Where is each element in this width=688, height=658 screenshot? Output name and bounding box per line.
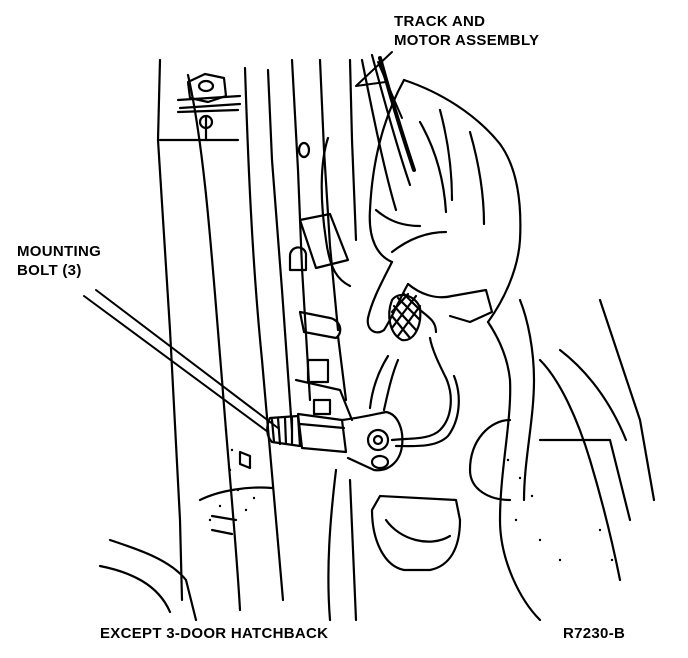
- bolt-assembly: [266, 354, 404, 472]
- window-channel: [290, 53, 416, 402]
- cable: [390, 336, 460, 448]
- stipple-shading: [208, 428, 614, 562]
- figure-code: R7230-B: [563, 625, 626, 642]
- callout-line-1: TRACK AND: [394, 13, 486, 30]
- upper-bracket: [186, 72, 228, 142]
- mechanism-body: [288, 246, 354, 422]
- track-motor-callout: TRACK AND MOTOR ASSEMBLY: [394, 12, 539, 50]
- callout-line-1: MOUNTING: [17, 243, 102, 260]
- knurled-grip: [388, 292, 422, 342]
- callout-line-2: MOTOR ASSEMBLY: [394, 32, 540, 49]
- callout-line-2: BOLT (3): [17, 262, 82, 279]
- door-trim-panel: [468, 298, 656, 622]
- lower-sill: [98, 450, 274, 622]
- mounting-bolt-callout: MOUNTING BOLT (3): [17, 242, 101, 280]
- leader-lines: [83, 51, 403, 433]
- lower-pocket: [327, 468, 462, 622]
- hand: [366, 78, 522, 334]
- door-frame: [156, 58, 294, 612]
- figure-caption: EXCEPT 3-DOOR HATCHBACK: [100, 625, 329, 642]
